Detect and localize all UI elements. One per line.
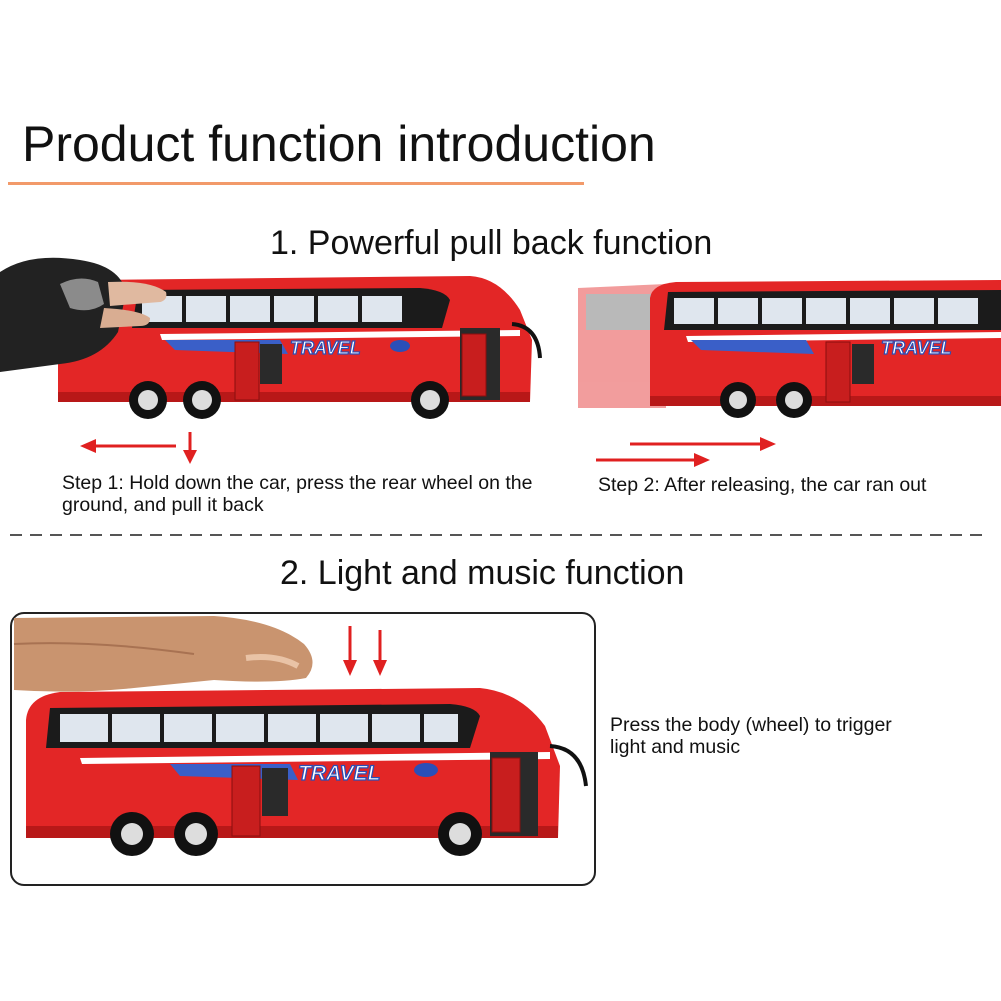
step2-caption: Step 2: After releasing, the car ran out xyxy=(598,474,927,496)
bus-image: TRAVEL xyxy=(578,280,1001,418)
image-frame xyxy=(10,612,596,886)
red-arrow-icon xyxy=(596,437,776,467)
bus-livery-text: TRAVEL xyxy=(290,338,361,358)
bus-livery-text: TRAVEL xyxy=(298,762,380,785)
page-title: Product function introduction xyxy=(22,116,656,172)
red-arrow-icon xyxy=(80,432,197,464)
glove-hand-icon xyxy=(0,257,167,372)
bus-image: TRAVEL xyxy=(26,688,588,856)
bus-livery-text: TRAVEL xyxy=(881,338,952,358)
section2-caption: Press the body (wheel) to trigger light … xyxy=(610,714,892,758)
section2-title: 2. Light and music function xyxy=(280,554,685,592)
title-underline xyxy=(8,182,584,185)
bus-wheels xyxy=(129,381,449,419)
step1-caption: Step 1: Hold down the car, press the rea… xyxy=(62,472,533,516)
finger-hand-icon xyxy=(13,616,313,692)
dashed-separator xyxy=(10,534,990,536)
section1-title: 1. Powerful pull back function xyxy=(270,224,713,262)
red-arrow-icon xyxy=(343,626,387,676)
bus-image: TRAVEL xyxy=(58,276,542,419)
